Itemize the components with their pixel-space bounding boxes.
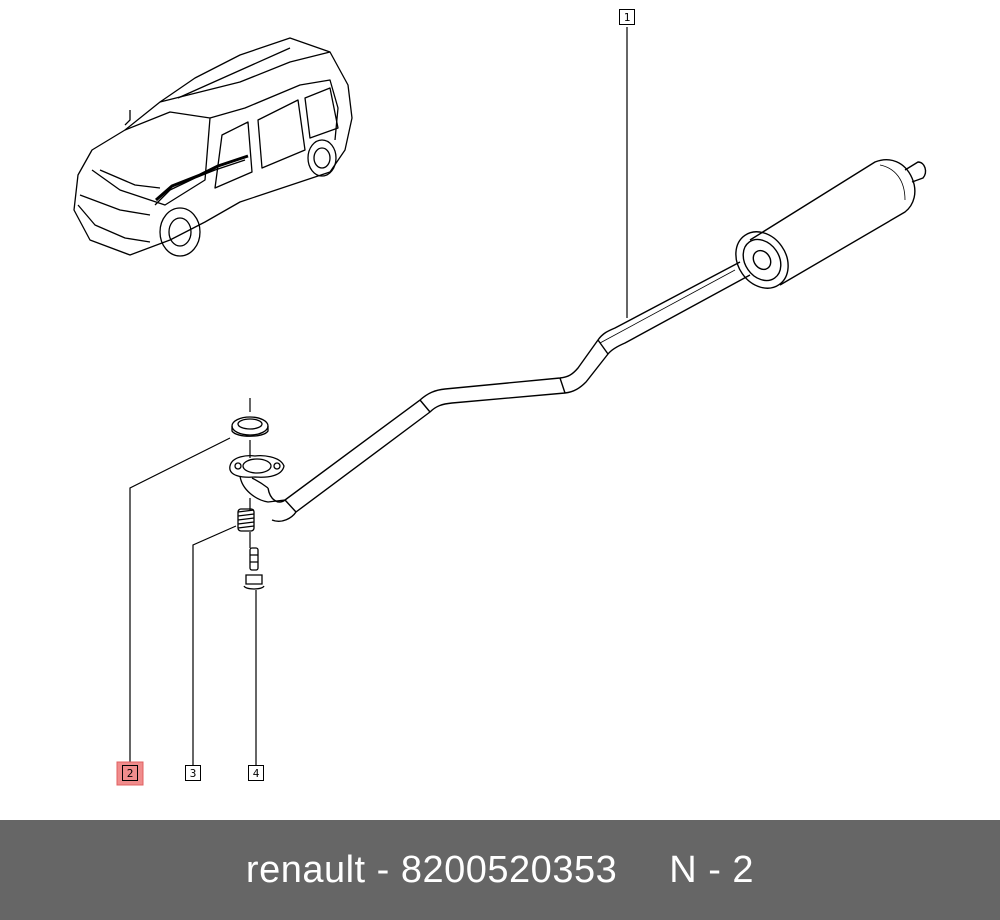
- flange-icon: [229, 455, 286, 503]
- car-icon: [73, 37, 353, 257]
- callout-4: 4: [248, 765, 264, 781]
- callout-2-highlight: [116, 761, 144, 786]
- callout-3: 3: [185, 765, 201, 781]
- footer-part-number: renault - 8200520353: [245, 848, 618, 891]
- exhaust-pipe-icon: [267, 261, 751, 522]
- muffler-icon: [735, 159, 927, 289]
- callout-2: 2: [122, 765, 138, 781]
- exhaust-diagram: [73, 27, 927, 786]
- footer-bar: renault - 8200520353 N - 2: [0, 820, 1000, 920]
- gasket-icon: [231, 416, 269, 437]
- spring-icon: [237, 508, 255, 532]
- callout-1: 1: [619, 9, 635, 25]
- leader-lines: [129, 27, 628, 765]
- footer-page-ref: N - 2: [669, 848, 755, 891]
- bolt-icon: [243, 547, 265, 590]
